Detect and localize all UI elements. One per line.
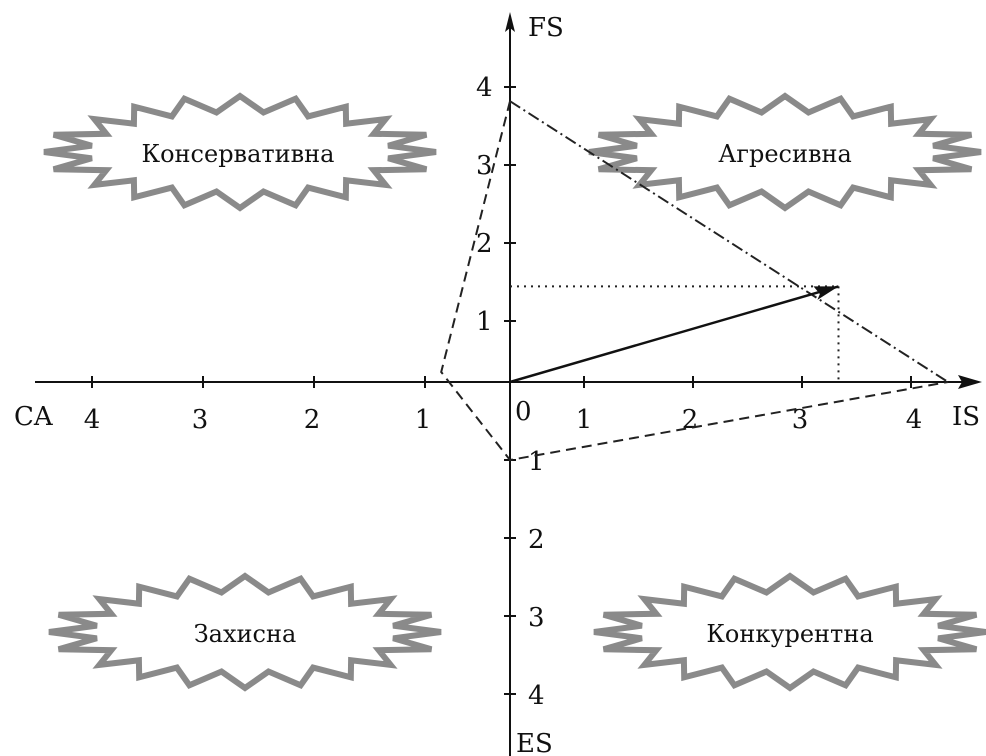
is-tick-label-3: 3 [792, 405, 809, 435]
conservative-burst [43, 92, 437, 212]
quadrant-label-conservative: Консервативна [142, 140, 335, 168]
is-tick-label-4: 4 [906, 405, 923, 435]
fs-axis-arrowhead [505, 12, 515, 32]
fs-tick-label-2: 2 [476, 229, 493, 259]
axis-name-is: IS [952, 402, 980, 432]
profile-polygon-dashed [440, 100, 949, 462]
is-tick-label-2: 2 [682, 405, 699, 435]
is-tick-label-1: 1 [576, 405, 593, 435]
defensive-burst [48, 572, 442, 692]
quadrant-label-aggressive: Агресивна [718, 140, 852, 168]
fs-tick-label-1: 1 [476, 307, 493, 337]
competitive-burst [593, 572, 986, 692]
axis-name-fs: FS [528, 13, 564, 43]
axis-name-es: ES [516, 729, 553, 756]
quadrant-label-defensive: Захисна [194, 620, 297, 648]
ca-tick-label-3: 3 [192, 405, 209, 435]
ca-tick-label-2: 2 [304, 405, 321, 435]
axis-name-ca: CA [14, 402, 54, 432]
fs-tick-label-4: 4 [476, 73, 493, 103]
es-tick-label-1: 1 [528, 447, 545, 477]
ca-tick-label-4: 4 [84, 405, 101, 435]
strategy-vector-arrowhead [813, 286, 839, 300]
fs-tick-label-3: 3 [476, 151, 493, 181]
es-tick-label-3: 3 [528, 603, 545, 633]
ca-tick-label-1: 1 [415, 405, 432, 435]
origin-label: 0 [515, 397, 532, 427]
quadrant-label-competitive: Конкурентна [706, 620, 873, 648]
es-tick-label-2: 2 [528, 525, 545, 555]
strategy-vector [509, 285, 839, 384]
es-tick-label-4: 4 [528, 681, 545, 711]
is-axis-arrowhead [958, 375, 982, 389]
